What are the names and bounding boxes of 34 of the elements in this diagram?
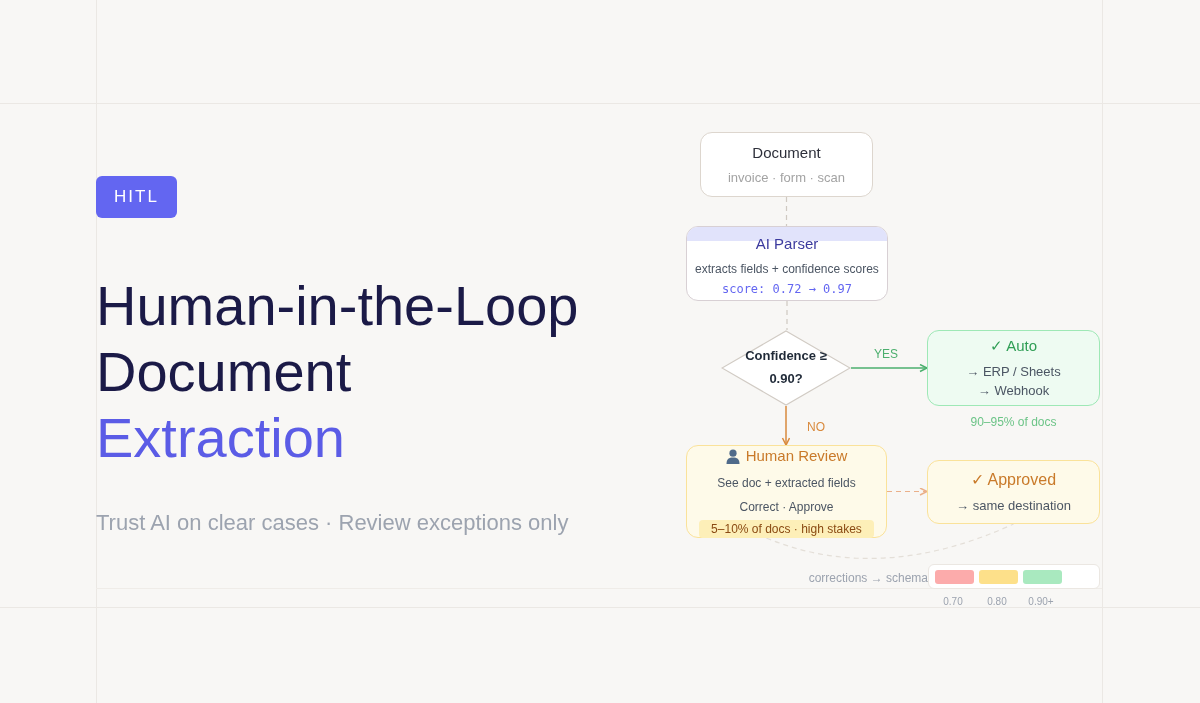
node-text: Correct · Approve: [739, 498, 834, 516]
arrow: [886, 487, 928, 496]
arrow: [850, 363, 928, 373]
node-title: ✓ Auto: [989, 336, 1038, 357]
connector-line: [785, 196, 788, 227]
process-box: [686, 226, 888, 301]
node-caption: 90–95% of docs: [970, 414, 1057, 431]
stat-badge: 5–10% of docs · high stakes: [699, 519, 874, 538]
process-box: [686, 445, 887, 538]
connector-line: [786, 300, 788, 331]
node-text: → same destination: [956, 497, 1071, 516]
process-box: [700, 132, 873, 197]
connector-line: [765, 523, 1015, 559]
node-title: AI Parser: [755, 234, 819, 255]
arrow: [781, 405, 791, 446]
node-title: Human Review: [745, 446, 848, 467]
node-text: extracts fields + confidence scores: [695, 260, 879, 278]
score-text: score: 0.72 → 0.97: [721, 280, 852, 298]
decision-text: Confidence ≥ 0.90?: [744, 347, 828, 388]
note-text: corrections → schema: [808, 570, 928, 587]
node-title: Document: [752, 142, 821, 163]
node-title: ✓ Approved: [970, 470, 1057, 491]
title: Human-in-the-Loop Document Extraction: [96, 273, 579, 471]
process-box: [927, 330, 1100, 406]
subtitle: Trust AI on clear cases · Review exceptions only: [96, 509, 569, 537]
node-text: See doc + extracted fields: [717, 474, 856, 492]
tag-badge: HITL: [96, 176, 177, 218]
legend-label: 0.90+: [1028, 595, 1054, 609]
node-text: → ERP / Sheets: [966, 362, 1061, 381]
node-text: invoice · form · scan: [727, 169, 845, 187]
process-box: [927, 460, 1100, 524]
node-text: → Webhook: [977, 382, 1050, 401]
legend-label: 0.80: [987, 595, 1007, 609]
legend-label: 0.70: [943, 595, 963, 609]
